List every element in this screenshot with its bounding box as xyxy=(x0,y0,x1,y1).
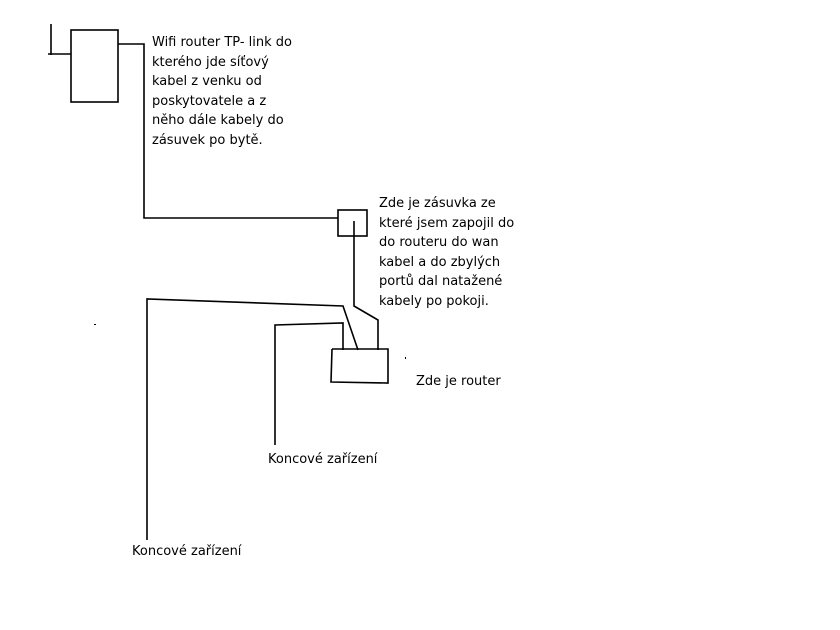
cable-socket-to-router-wan xyxy=(353,221,379,350)
cable-end-device-1 xyxy=(274,322,344,445)
wifi-router-box xyxy=(70,29,119,103)
router-box xyxy=(330,348,389,384)
note-line: portů dal natažené xyxy=(379,274,503,289)
note-line: Wifi router TP- link do xyxy=(152,35,292,50)
stray-dot xyxy=(94,324,96,325)
stray-dot xyxy=(405,357,406,359)
wall-socket-box xyxy=(337,209,368,237)
end-device-label-2: Koncové zařízení xyxy=(132,544,242,559)
note-line: něho dále kabely do xyxy=(152,113,284,128)
end-device-label-1: Koncové zařízení xyxy=(268,452,378,467)
note-line: Zde je zásuvka ze xyxy=(379,196,496,211)
note-line: kabel z venku od xyxy=(152,74,262,89)
cable-end-device-2 xyxy=(146,298,359,540)
wifi-router-note: Wifi router TP- link do kterého jde síťo… xyxy=(152,33,292,150)
note-line: zásuvek po bytě. xyxy=(152,132,263,148)
note-line: kterého jde síťový xyxy=(152,54,269,70)
router-note: Zde je router xyxy=(416,374,501,389)
wifi-router-antenna xyxy=(48,24,71,55)
note-line: kabel a do zbylých xyxy=(379,254,501,270)
note-line: poskytovatele a z xyxy=(152,93,267,109)
cable-wifi-to-socket xyxy=(118,43,338,219)
note-line: které jsem zapojil do xyxy=(379,215,515,231)
socket-note: Zde je zásuvka ze které jsem zapojil do … xyxy=(379,194,514,311)
note-line: kabely po pokoji. xyxy=(379,293,489,309)
note-line: do routeru do wan xyxy=(379,235,499,250)
